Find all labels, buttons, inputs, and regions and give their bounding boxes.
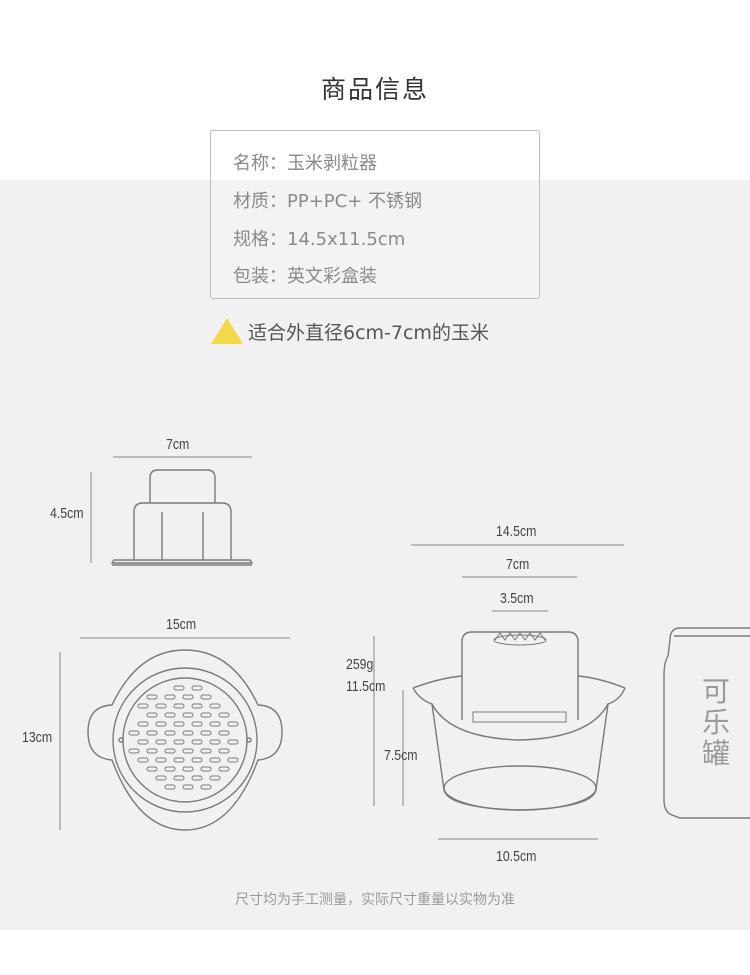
product-info-box: 名称：玉米剥粒器 材质：PP+PC+ 不锈钢 规格：14.5x11.5cm 包装… <box>210 130 540 299</box>
plate-drawing <box>87 649 283 831</box>
plate-holes <box>128 685 239 790</box>
grater-hole <box>173 739 185 745</box>
info-label: 名称： <box>233 153 287 174</box>
grater-hole <box>182 694 194 700</box>
grater-hole <box>128 730 140 736</box>
grater-hole <box>164 712 176 718</box>
corn-stripper-drawing <box>412 631 626 811</box>
grater-hole <box>173 685 185 691</box>
info-value: 英文彩盒装 <box>287 266 377 287</box>
grater-hole <box>155 775 167 781</box>
can-label: 可 乐 罐 <box>698 676 734 769</box>
grater-hole <box>173 721 185 727</box>
info-value: 14.5x11.5cm <box>287 229 406 250</box>
grater-hole <box>218 748 230 754</box>
cap-width-label: 7cm <box>166 436 190 453</box>
grater-hole <box>191 685 203 691</box>
notice-text: 适合外直径6cm-7cm的玉米 <box>248 321 489 344</box>
info-row-package: 包装：英文彩盒装 <box>233 262 377 288</box>
grater-hole <box>200 784 212 790</box>
grater-hole <box>164 784 176 790</box>
grater-hole <box>227 739 239 745</box>
product-hole-label: 3.5cm <box>500 590 534 607</box>
grater-hole <box>191 739 203 745</box>
grater-hole <box>182 766 194 772</box>
grater-hole <box>209 757 221 763</box>
grater-hole <box>146 694 158 700</box>
grater-hole <box>209 775 221 781</box>
product-top-label: 14.5cm <box>496 523 537 540</box>
grater-hole <box>209 721 221 727</box>
grater-hole <box>146 748 158 754</box>
product-mid-label: 7cm <box>506 556 530 573</box>
info-value: PP+PC+ 不锈钢 <box>287 191 423 212</box>
info-label: 材质： <box>233 191 287 212</box>
grater-hole <box>182 784 194 790</box>
info-value: 玉米剥粒器 <box>287 153 377 174</box>
info-row-name: 名称：玉米剥粒器 <box>233 149 377 175</box>
grater-hole <box>155 757 167 763</box>
grater-hole <box>191 757 203 763</box>
grater-hole <box>137 703 149 709</box>
can-label-char: 可 <box>701 675 730 708</box>
cap-drawing <box>110 469 254 566</box>
grater-hole <box>173 775 185 781</box>
can-label-char: 罐 <box>701 737 730 770</box>
grater-hole <box>137 739 149 745</box>
warning-triangle-icon <box>211 318 243 344</box>
plate-width-label: 15cm <box>166 616 197 633</box>
info-label: 规格： <box>233 229 287 250</box>
grater-hole <box>137 757 149 763</box>
grater-hole <box>182 730 194 736</box>
cola-can-drawing <box>663 627 750 819</box>
grater-hole <box>164 766 176 772</box>
can-label-char: 乐 <box>701 706 730 739</box>
corn-size-notice: 适合外直径6cm-7cm的玉米 <box>210 316 489 346</box>
grater-hole <box>209 739 221 745</box>
grater-hole <box>164 730 176 736</box>
grater-hole <box>209 703 221 709</box>
grater-hole <box>146 766 158 772</box>
info-label: 包装： <box>233 266 287 287</box>
base-width-label: 10.5cm <box>496 848 537 865</box>
grey-background-panel <box>0 180 750 930</box>
grater-hole <box>128 748 140 754</box>
measurement-footnote: 尺寸均为手工测量，实际尺寸重量以实物为准 <box>235 892 515 908</box>
grater-hole <box>227 721 239 727</box>
grater-hole <box>146 712 158 718</box>
weight-label: 259g <box>346 656 374 673</box>
grater-hole <box>191 721 203 727</box>
info-row-material: 材质：PP+PC+ 不锈钢 <box>233 187 422 213</box>
grater-hole <box>155 721 167 727</box>
grater-hole <box>173 757 185 763</box>
grater-hole <box>200 766 212 772</box>
info-row-size: 规格：14.5x11.5cm <box>233 225 405 251</box>
cap-height-label: 4.5cm <box>50 505 84 522</box>
grater-hole <box>191 703 203 709</box>
product-height-label: 11.5cm <box>346 678 386 695</box>
page-title: 商品信息 <box>320 75 429 104</box>
grater-hole <box>155 703 167 709</box>
plate-height-label: 13cm <box>22 729 53 746</box>
grater-hole <box>173 703 185 709</box>
grater-hole <box>200 694 212 700</box>
grater-hole <box>218 730 230 736</box>
grater-hole <box>146 730 158 736</box>
grater-hole <box>182 748 194 754</box>
grater-hole <box>218 766 230 772</box>
grater-hole <box>227 757 239 763</box>
grater-hole <box>200 712 212 718</box>
bowl-height-label: 7.5cm <box>384 747 418 764</box>
grater-hole <box>200 748 212 754</box>
grater-hole <box>155 739 167 745</box>
grater-hole <box>164 694 176 700</box>
grater-hole <box>218 712 230 718</box>
grater-hole <box>164 748 176 754</box>
grater-hole <box>137 721 149 727</box>
grater-hole <box>182 712 194 718</box>
grater-hole <box>200 730 212 736</box>
grater-hole <box>191 775 203 781</box>
